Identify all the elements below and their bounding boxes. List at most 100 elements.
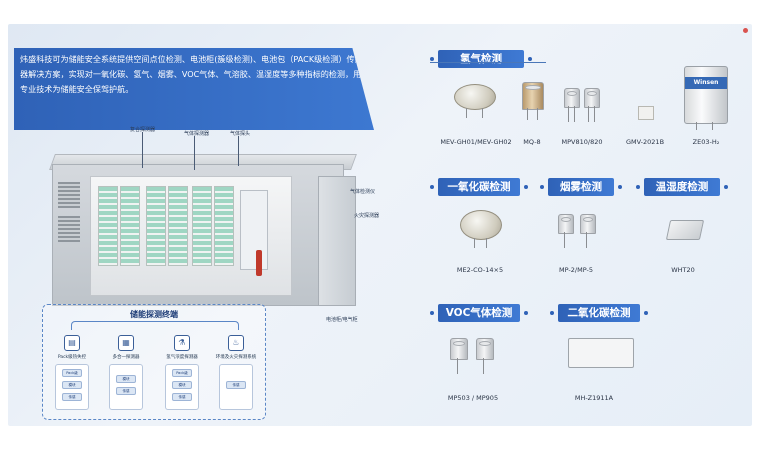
- sensor-pin: [588, 106, 589, 122]
- gmv-chip: [638, 106, 654, 120]
- detection-terminal-box: 储能探测终端 ▤ Pack级热失控 Pack级 模块 传感 ▦ 多合一探测器 模…: [42, 304, 266, 420]
- battery-rack: [98, 186, 118, 266]
- product-label: GMV-2021B: [625, 138, 665, 146]
- sensor-pin: [568, 106, 569, 122]
- battery-rack: [120, 186, 140, 266]
- sensor-pin: [712, 122, 713, 130]
- terminal-card: Pack级 模块 传感: [55, 364, 89, 410]
- hydrogen-detector-icon: ⚗: [174, 335, 190, 351]
- terminal-pill: 传感: [226, 381, 246, 389]
- terminal-label: 环境及火灾探测系统: [215, 355, 257, 360]
- terminal-card: Pack级 模块 传感: [165, 364, 199, 410]
- co-sensor: [460, 210, 502, 240]
- wht20-sensor: [665, 220, 705, 240]
- intro-banner: 炜盛科技可为储能安全系统提供空间点位检测、电池柜(簇级检测)、电池包（PACK级…: [14, 48, 374, 130]
- mp5-sensor: [580, 214, 596, 234]
- terminal-column: ▦ 多合一探测器 模块 传感: [101, 335, 151, 410]
- product-label: MP-2/MP-5: [559, 266, 593, 274]
- terminal-card: 模块 传感: [109, 364, 143, 410]
- hydrogen-section-title: 氢气检测: [430, 50, 532, 68]
- solution-panel: 炜盛科技可为储能安全系统提供空间点位检测、电池柜(簇级检测)、电池包（PACK级…: [8, 24, 752, 426]
- mpv810-sensor: [564, 88, 580, 108]
- fire-extinguisher-icon: [256, 250, 262, 276]
- sensor-pin: [486, 238, 487, 248]
- mev-gh-sensor: [454, 84, 496, 110]
- terminal-pill: Pack级: [172, 369, 192, 377]
- terminal-column: ⚗ 氢气浓度探测器 Pack级 模块 传感: [157, 335, 207, 410]
- callout-label: 气体探头: [230, 131, 251, 137]
- brand-text: Winsen: [685, 77, 727, 89]
- storage-container-illustration: 复合探测器 气体探测器 气体探头 气体检测仪 火灾探测器 电池柜/电气柜: [42, 124, 388, 324]
- terminal-label: 氢气浓度探测器: [166, 355, 198, 360]
- product-label: MQ-8: [523, 138, 541, 146]
- intro-text: 炜盛科技可为储能安全系统提供空间点位检测、电池柜(簇级检测)、电池包（PACK级…: [20, 54, 363, 94]
- voc-section-title: VOC气体检测: [430, 304, 528, 322]
- terminal-card: 传感: [219, 364, 253, 410]
- terminal-column: ▤ Pack级热失控 Pack级 模块 传感: [47, 335, 97, 410]
- product-label: ME2-CO-14×5: [456, 266, 504, 274]
- mpv820-sensor: [584, 88, 600, 108]
- callout-label: 电池柜/电气柜: [326, 317, 358, 323]
- vent-icon: [58, 182, 80, 208]
- callout-label: 复合探测器: [130, 127, 156, 133]
- sensor-pin: [696, 122, 697, 130]
- callout-label: 气体探测器: [184, 131, 210, 137]
- terminal-column: ♨ 环境及火灾探测系统 传感: [211, 335, 261, 410]
- sensor-pin: [466, 108, 467, 118]
- terminal-pill: 模块: [116, 375, 136, 383]
- co-section-title: 一氧化碳检测: [430, 178, 528, 196]
- electrical-cabinet: [240, 190, 268, 270]
- battery-rack: [146, 186, 166, 266]
- product-label: ZE03-H₂: [692, 138, 720, 146]
- vent-icon: [58, 216, 80, 242]
- temp-humidity-section-title: 温湿度检测: [636, 178, 728, 196]
- sensor-pin: [594, 106, 595, 122]
- terminal-title: 储能探测终端: [130, 310, 178, 319]
- sensor-pin: [474, 238, 475, 248]
- product-label: MEV-GH01/MEV-GH02: [440, 138, 512, 146]
- battery-rack: [214, 186, 234, 266]
- sensor-pin: [482, 108, 483, 118]
- co2-section-title: 二氧化碳检测: [550, 304, 648, 322]
- pack-icon: ▤: [64, 335, 80, 351]
- callout-label: 气体检测仪: [350, 189, 376, 195]
- mp2-sensor: [558, 214, 574, 234]
- sensor-pin: [564, 232, 565, 248]
- terminal-label: 多合一探测器: [112, 355, 140, 360]
- battery-rack: [168, 186, 188, 266]
- terminal-pill: 模块: [62, 381, 82, 389]
- callout-line: [238, 136, 239, 166]
- fire-system-icon: ♨: [228, 335, 244, 351]
- corner-dot: [743, 28, 748, 33]
- callout-line: [142, 132, 143, 168]
- terminal-pill: Pack级: [62, 369, 82, 377]
- terminal-pill: 传感: [116, 387, 136, 395]
- mq8-sensor: [522, 82, 544, 110]
- sensor-pin: [483, 358, 484, 374]
- ze03-sensor: Winsen: [684, 66, 728, 124]
- terminal-pill: 模块: [172, 381, 192, 389]
- multi-detector-icon: ▦: [118, 335, 134, 351]
- terminal-pill: 传感: [172, 393, 192, 401]
- container-door: [318, 176, 356, 306]
- product-label: MP503 / MP905: [447, 394, 499, 402]
- sensor-pin: [527, 108, 528, 120]
- mh-z1911a-module: [568, 338, 634, 368]
- sensor-pin: [457, 358, 458, 374]
- sensor-pin: [574, 106, 575, 122]
- sensor-pin: [586, 232, 587, 248]
- terminal-label: Pack级热失控: [57, 355, 87, 360]
- product-label: MH-Z1911A: [574, 394, 614, 402]
- terminal-bracket: [71, 321, 239, 330]
- terminal-pill: 传感: [62, 393, 82, 401]
- mp503-sensor: [450, 338, 468, 360]
- callout-line: [194, 136, 195, 170]
- product-label: WHT20: [671, 266, 695, 274]
- callout-label: 火灾探测器: [354, 213, 380, 219]
- sensor-pin: [537, 108, 538, 120]
- mp905-sensor: [476, 338, 494, 360]
- battery-rack: [192, 186, 212, 266]
- product-label: MPV810/820: [561, 138, 603, 146]
- section-underline: [430, 62, 546, 63]
- smoke-section-title: 烟雾检测: [540, 178, 622, 196]
